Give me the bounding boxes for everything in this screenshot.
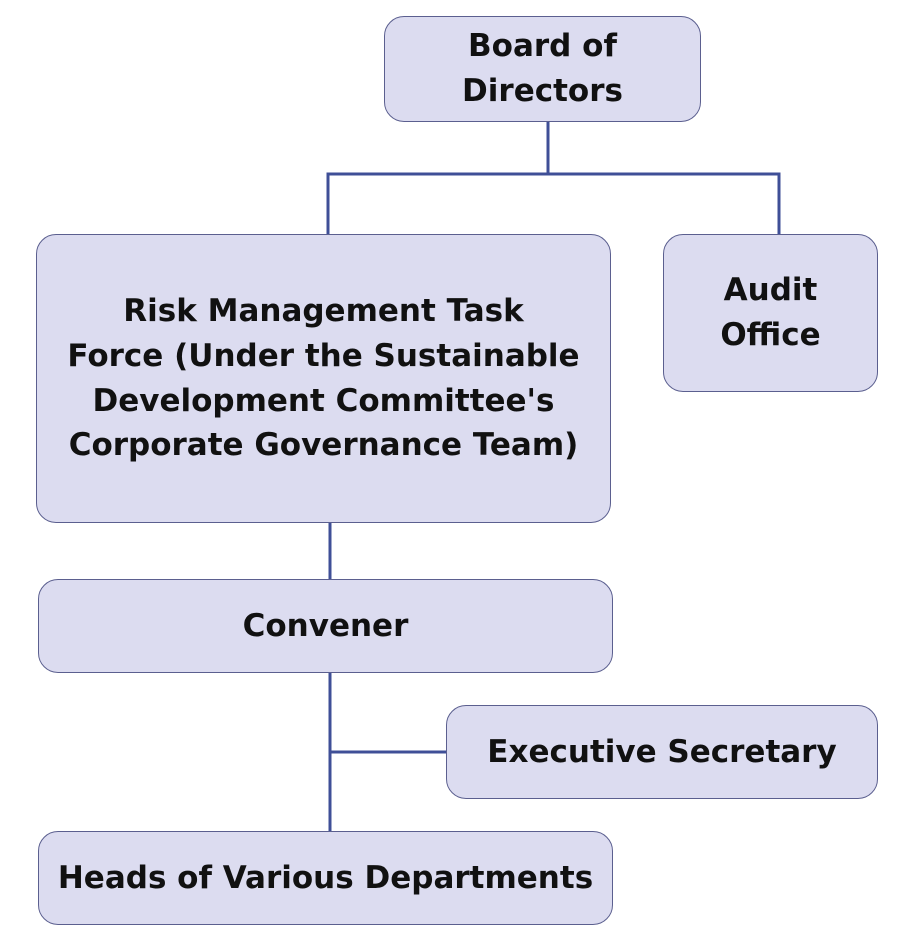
node-heads-of-departments: Heads of Various Departments xyxy=(38,831,613,925)
node-risk-management-task-force: Risk Management Task Force (Under the Su… xyxy=(36,234,611,523)
node-convener: Convener xyxy=(38,579,613,673)
node-risk-label: Risk Management Task Force (Under the Su… xyxy=(67,292,580,464)
node-heads-label: Heads of Various Departments xyxy=(57,859,594,896)
node-audit-label: Audit Office xyxy=(720,272,821,353)
node-convener-label: Convener xyxy=(242,607,409,644)
node-executive-secretary: Executive Secretary xyxy=(446,705,878,799)
node-board-label: Board of Directors xyxy=(462,28,623,109)
node-board-of-directors: Board of Directors xyxy=(384,16,701,122)
node-audit-office: Audit Office xyxy=(663,234,878,392)
node-executive-label: Executive Secretary xyxy=(487,733,837,770)
